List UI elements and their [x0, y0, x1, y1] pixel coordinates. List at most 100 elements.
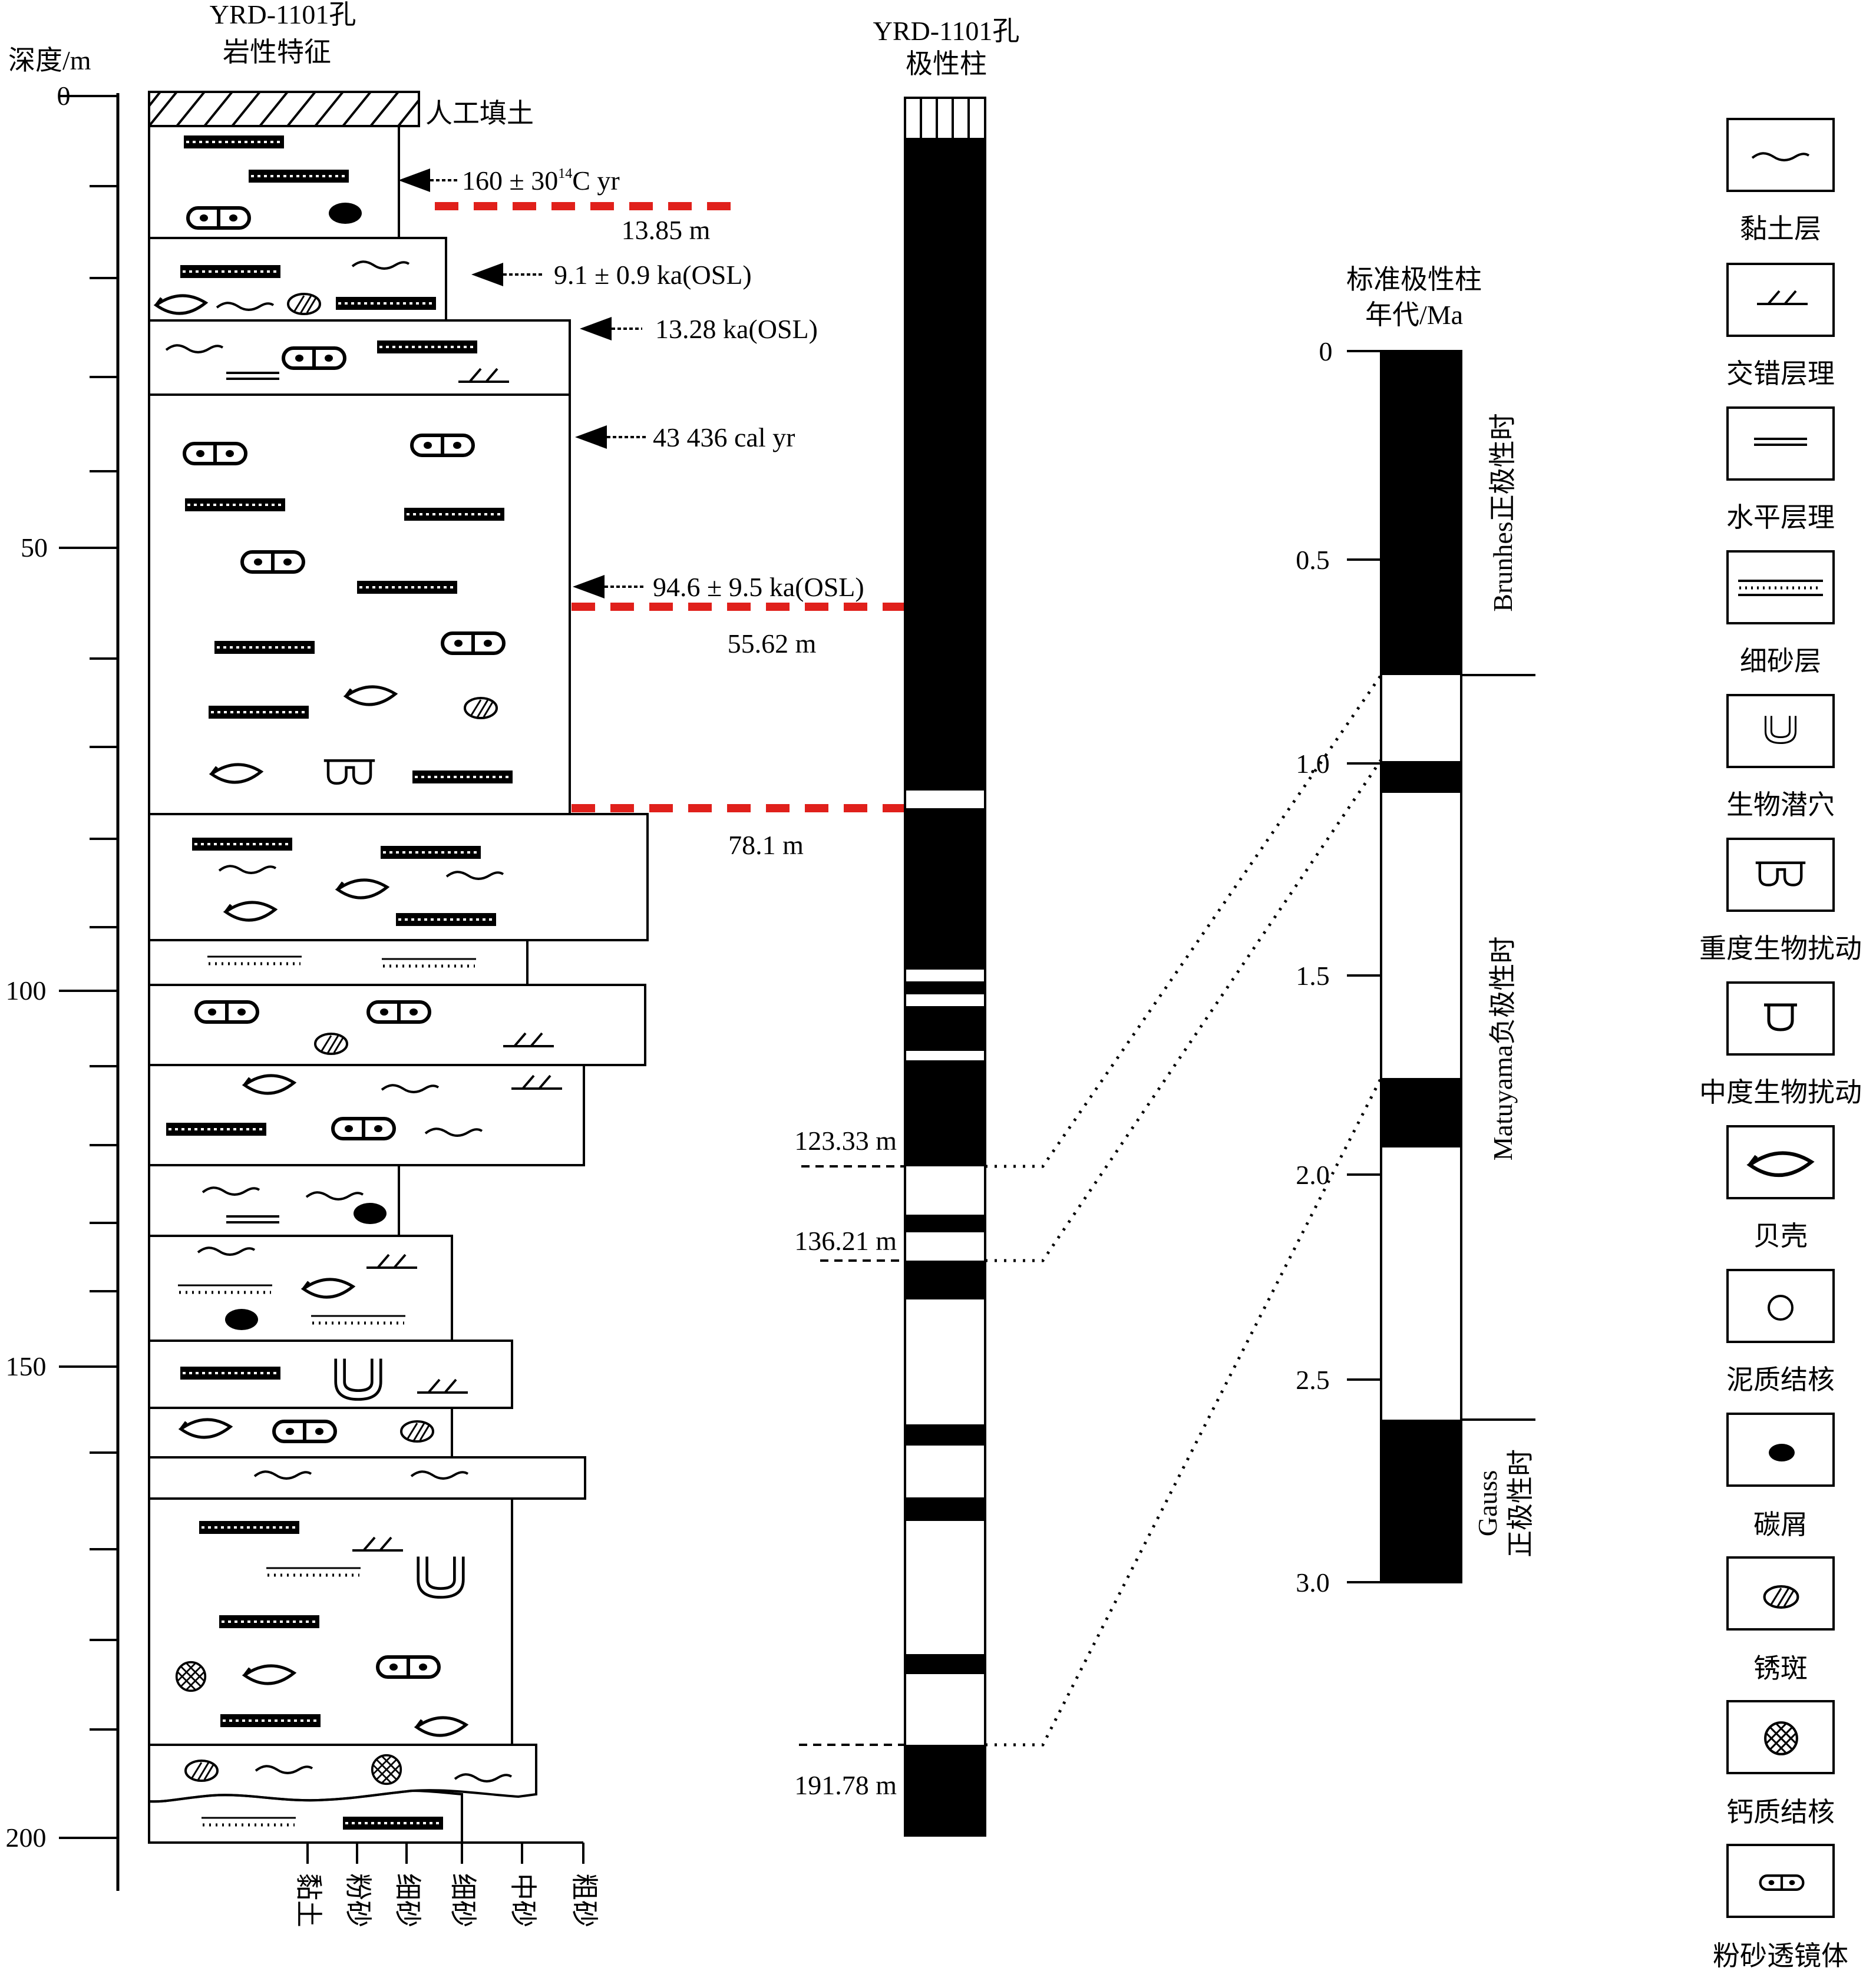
- legend-label-silt-lens: 粉砂透镜体: [1713, 1941, 1848, 1971]
- fine-sand-symbol: [165, 1122, 267, 1137]
- dating-arrow-4: 43 436 cal yr: [575, 422, 795, 452]
- clay-wave-symbol: [305, 1191, 364, 1201]
- grain-label-fine-sand-2: 细砂: [448, 1873, 478, 1927]
- lithology-column: YRD-1101孔 岩性特征 深度/m: [6, 0, 649, 1927]
- depth-axis-label: 深度/m: [8, 45, 91, 75]
- fine-sand-layer-symbol: [266, 1568, 361, 1575]
- age-tick-2.0: 2.0: [1296, 1160, 1330, 1190]
- standard-title-line1: 标准极性柱: [1346, 264, 1482, 295]
- clay-wave-symbol: [410, 1470, 469, 1480]
- silt-lens-symbol: [442, 633, 504, 653]
- fine-sand-symbol: [179, 264, 282, 279]
- shell-symbol: [226, 902, 275, 920]
- chron-brunhes: Brunhes正极性时: [1488, 413, 1518, 611]
- age-tick-2.5: 2.5: [1296, 1365, 1330, 1395]
- cross-bedding-symbol: [416, 1378, 469, 1394]
- fine-sand-symbol: [219, 1713, 322, 1728]
- shell-symbol: [303, 1279, 353, 1297]
- clay-wave-symbol: [202, 1186, 260, 1196]
- age-tick-1.5: 1.5: [1296, 961, 1330, 991]
- fine-sand-symbol: [218, 1614, 321, 1629]
- carbon-debris-symbol: [354, 1203, 387, 1224]
- silt-lens-symbol: [196, 1002, 257, 1022]
- clay-wave-symbol: [216, 302, 275, 311]
- clay-wave-symbol: [165, 344, 224, 353]
- silt-lens-symbol: [242, 552, 303, 572]
- legend-item-burrow: 生物潜穴: [1726, 694, 1835, 820]
- depth-tick-50: 50: [21, 533, 48, 563]
- fine-sand-symbol: [191, 836, 293, 852]
- silt-lens-symbol: [188, 208, 249, 228]
- standard-title-line2: 年代/Ma: [1365, 300, 1463, 330]
- fine-sand-layer-symbol: [202, 1818, 296, 1825]
- shell-symbol: [245, 1076, 294, 1093]
- legend-label-calcareous-nodule: 钙质结核: [1726, 1797, 1835, 1827]
- cross-bedding-symbol: [502, 1032, 555, 1047]
- lithology-title-line2: 岩性特征: [223, 37, 331, 67]
- cross-bedding-symbol: [510, 1074, 563, 1090]
- polarity-depth-markers: [799, 1165, 905, 1746]
- age-tick-0.5: 0.5: [1296, 545, 1330, 575]
- calcareous-nodule-symbol: [371, 1754, 402, 1785]
- dating-label-5: 94.6 ± 9.5 ka(OSL): [653, 572, 864, 602]
- legend-label-mud-nodule: 泥质结核: [1726, 1365, 1835, 1395]
- fine-sand-symbol: [342, 1815, 444, 1831]
- age-tick-1.0: 1.0: [1296, 749, 1330, 779]
- shell-symbol: [346, 687, 395, 705]
- polarity-undefined-top: [920, 98, 970, 138]
- dating-label-3: 13.28 ka(OSL): [655, 314, 818, 344]
- legend-item-calcareous-nodule: 钙质结核: [1726, 1700, 1835, 1827]
- clay-wave-symbol: [381, 1084, 440, 1093]
- legend-item-mud-nodule: 泥质结核: [1726, 1269, 1835, 1395]
- silt-lens-symbol: [184, 444, 246, 464]
- fine-sand-symbol: [376, 339, 478, 355]
- silt-lens-symbol: [274, 1421, 335, 1441]
- polarity-depth-label-1: 123.33 m: [794, 1126, 897, 1156]
- rust-spot-symbol: [464, 697, 498, 719]
- silt-lens-symbol: [368, 1002, 430, 1022]
- legend-label-moderate-bioturbation: 中度生物扰动: [1699, 1077, 1862, 1107]
- fine-sand-symbol: [395, 912, 497, 927]
- fine-sand-layer-symbol: [207, 957, 302, 964]
- shell-symbol: [181, 1420, 230, 1437]
- legend-label-rust-spot: 锈斑: [1753, 1653, 1808, 1684]
- calcareous-nodule-symbol: [175, 1661, 207, 1692]
- artificial-fill-label: 人工填土: [425, 98, 534, 128]
- age-tick-3.0: 3.0: [1296, 1567, 1330, 1598]
- correlation-lines: [985, 674, 1383, 1747]
- legend-item-fine-sand-layer: 细砂层: [1726, 550, 1835, 676]
- legend-item-silt-lens: 粉砂透镜体: [1713, 1844, 1848, 1971]
- fine-sand-layer-symbol: [382, 959, 476, 966]
- silt-lens-symbol: [412, 435, 473, 455]
- fine-sand-symbol: [207, 705, 310, 720]
- shell-symbol: [245, 1666, 294, 1684]
- clay-wave-symbol: [197, 1246, 256, 1256]
- fine-sand-layer-symbol: [178, 1285, 272, 1292]
- fine-sand-symbol: [198, 1520, 300, 1535]
- legend-item-cross-bedding: 交错层理: [1726, 263, 1835, 389]
- polarity-normal-bands: [905, 138, 985, 1836]
- clay-wave-symbol: [218, 865, 277, 874]
- burrow-symbol: [418, 1557, 464, 1598]
- dating-label-1: 160 ± 3014C yr: [462, 166, 620, 196]
- depth-tick-150: 150: [6, 1351, 47, 1381]
- rust-spot-symbol: [287, 293, 321, 315]
- chron-gauss-line1: Gauss: [1472, 1470, 1502, 1536]
- polarity-depth-label-3: 191.78 m: [794, 1770, 897, 1800]
- grain-label-fine-sand-1: 细砂: [392, 1873, 422, 1927]
- grain-label-coarse-sand: 粗砂: [569, 1873, 599, 1927]
- rust-spot-symbol: [184, 1760, 219, 1782]
- fine-sand-symbol: [379, 845, 482, 860]
- shell-symbol: [212, 765, 261, 782]
- clay-wave-symbol: [253, 1470, 312, 1480]
- silt-lens-symbol: [333, 1119, 394, 1139]
- lithology-symbols: [156, 134, 563, 1831]
- legend-item-heavy-bioturbation: 重度生物扰动: [1699, 838, 1862, 964]
- clay-wave-symbol: [454, 1773, 513, 1783]
- chron-matuyama: Matuyama负极性时: [1488, 937, 1518, 1161]
- rust-spot-symbol: [400, 1420, 434, 1443]
- dating-label-4: 43 436 cal yr: [653, 422, 795, 452]
- depth-tick-100: 100: [6, 975, 47, 1006]
- chron-gauss-line2: 正极性时: [1505, 1449, 1535, 1557]
- age-tick-0: 0: [1319, 336, 1333, 366]
